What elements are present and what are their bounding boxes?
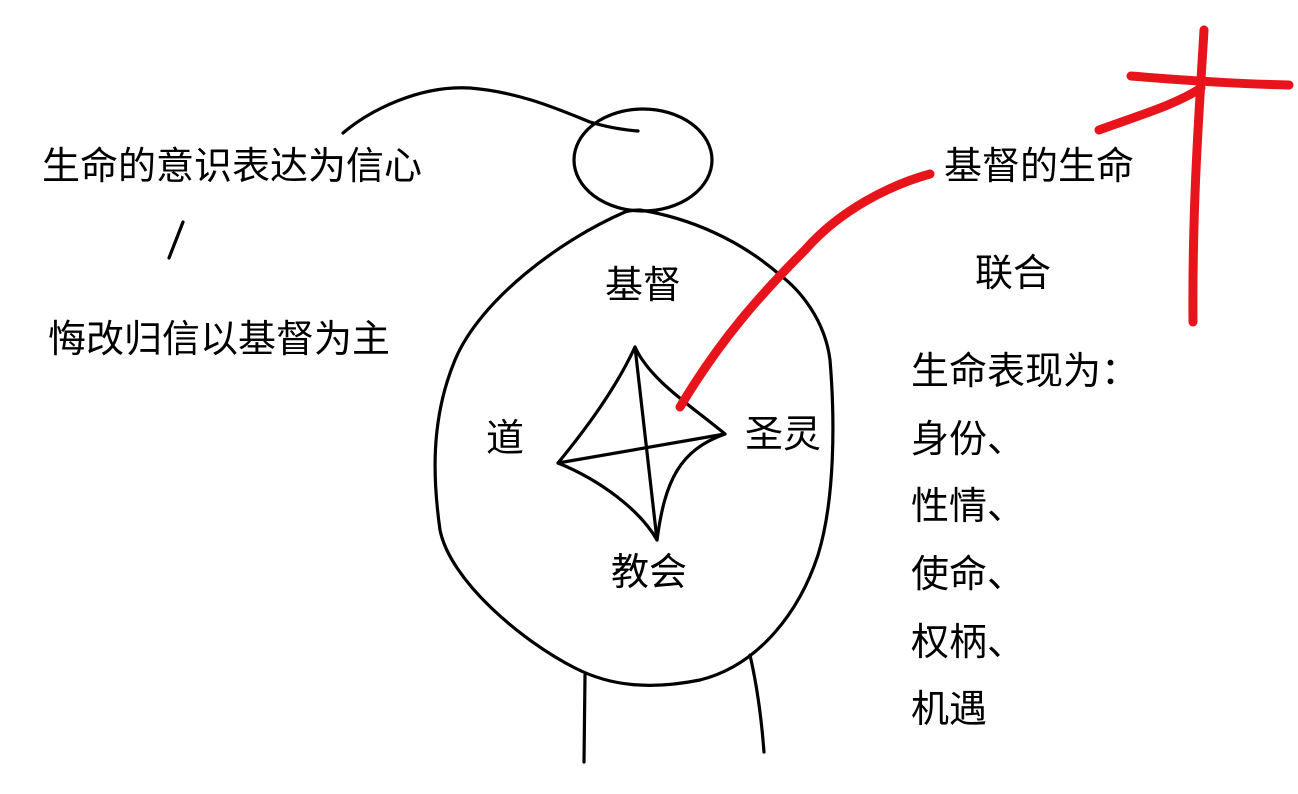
star-vertical-line — [633, 345, 659, 542]
right-leg — [748, 653, 766, 754]
cross-vertical-beam — [1188, 25, 1209, 327]
expression-item-mission: 使命、 — [911, 552, 1026, 596]
label-church: 教会 — [611, 550, 688, 594]
union-text: 联合 — [975, 251, 1052, 295]
repentance-text: 悔改归信以基督为主 — [48, 317, 391, 361]
left-leg — [582, 673, 587, 764]
red-life-line — [675, 169, 935, 412]
expression-item-identity: 身份、 — [911, 417, 1026, 461]
expression-item-character: 性情、 — [911, 484, 1026, 528]
label-word: 道 — [486, 416, 525, 460]
faith-expression-text: 生命的意识表达为信心 — [42, 144, 423, 188]
expression-item-opportunity: 机遇 — [911, 687, 988, 731]
expression-item-authority: 权柄、 — [911, 620, 1026, 664]
label-holy-spirit: 圣灵 — [745, 412, 822, 456]
cross-to-text-stroke — [1094, 83, 1206, 135]
star-horizontal-line — [556, 432, 727, 465]
thought-connector-line — [341, 86, 640, 135]
label-christ: 基督 — [605, 263, 682, 307]
expression-heading: 生命表现为： — [911, 349, 1140, 393]
left-tick-mark — [167, 220, 185, 260]
christ-life-text: 基督的生命 — [944, 144, 1135, 188]
body-outline — [433, 208, 835, 687]
cross-horizontal-beam — [1126, 71, 1294, 90]
